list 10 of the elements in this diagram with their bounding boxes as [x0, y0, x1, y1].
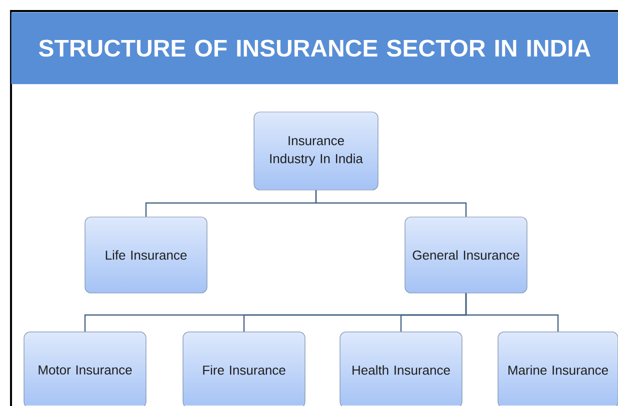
org-box: Life Insurance: [84, 216, 208, 294]
org-box: Health Insurance: [340, 332, 462, 406]
connector-line: [315, 190, 467, 217]
org-box: General Insurance: [404, 216, 528, 294]
title-banner: STRUCTURE OF INSURANCE SECTOR IN INDIA: [11, 12, 618, 84]
connector-line: [465, 293, 559, 332]
org-box: Insurance Industry In India: [254, 112, 378, 190]
org-box: Marine Insurance: [498, 332, 618, 406]
org-box: Fire Insurance: [182, 332, 306, 406]
org-box: Motor Insurance: [24, 332, 146, 406]
